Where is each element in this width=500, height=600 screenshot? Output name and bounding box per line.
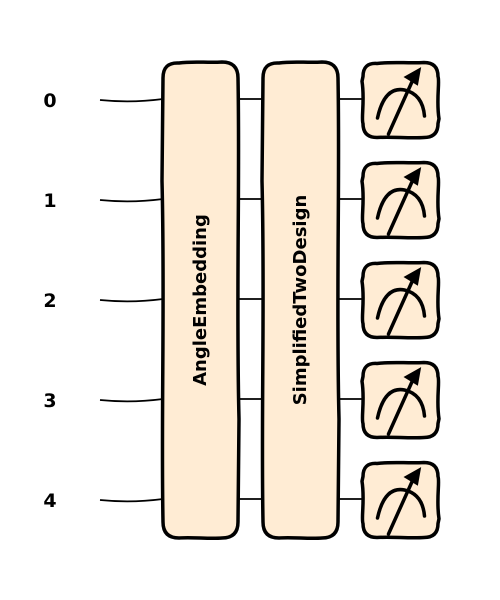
gates-layer: AngleEmbedding SimplifiedTwoDesign xyxy=(160,60,341,541)
gate-simplified-two-design: SimplifiedTwoDesign xyxy=(260,60,341,541)
gate-angle-embedding: AngleEmbedding xyxy=(160,60,241,541)
measurement-meter-icon xyxy=(375,67,427,136)
wire-label-3: 3 xyxy=(43,390,56,412)
wire-label-4: 4 xyxy=(43,490,56,512)
measurement-box xyxy=(360,260,441,340)
measurement-meter-icon xyxy=(375,167,427,236)
wire-label-0: 0 xyxy=(43,90,56,112)
measurement-2 xyxy=(360,260,441,340)
measurement-3 xyxy=(360,360,441,440)
measurement-box xyxy=(360,460,441,540)
gate-box xyxy=(260,60,341,541)
measurement-meter-icon xyxy=(375,267,427,336)
measurement-0 xyxy=(360,60,441,140)
gate-box xyxy=(160,60,241,541)
measurement-box xyxy=(360,360,441,440)
wire-labels-layer: 0 1 2 3 4 xyxy=(43,90,56,512)
gate-label: SimplifiedTwoDesign xyxy=(290,195,311,406)
wire-label-1: 1 xyxy=(43,190,56,212)
measurement-box xyxy=(360,60,441,140)
measurement-meter-icon xyxy=(375,367,427,436)
gate-label: AngleEmbedding xyxy=(190,214,211,386)
measurement-1 xyxy=(360,160,441,240)
measurement-4 xyxy=(360,460,441,540)
measurement-meter-icon xyxy=(375,467,427,536)
wire-label-2: 2 xyxy=(43,290,56,312)
measurement-box xyxy=(360,160,441,240)
measurements-layer xyxy=(360,60,441,540)
